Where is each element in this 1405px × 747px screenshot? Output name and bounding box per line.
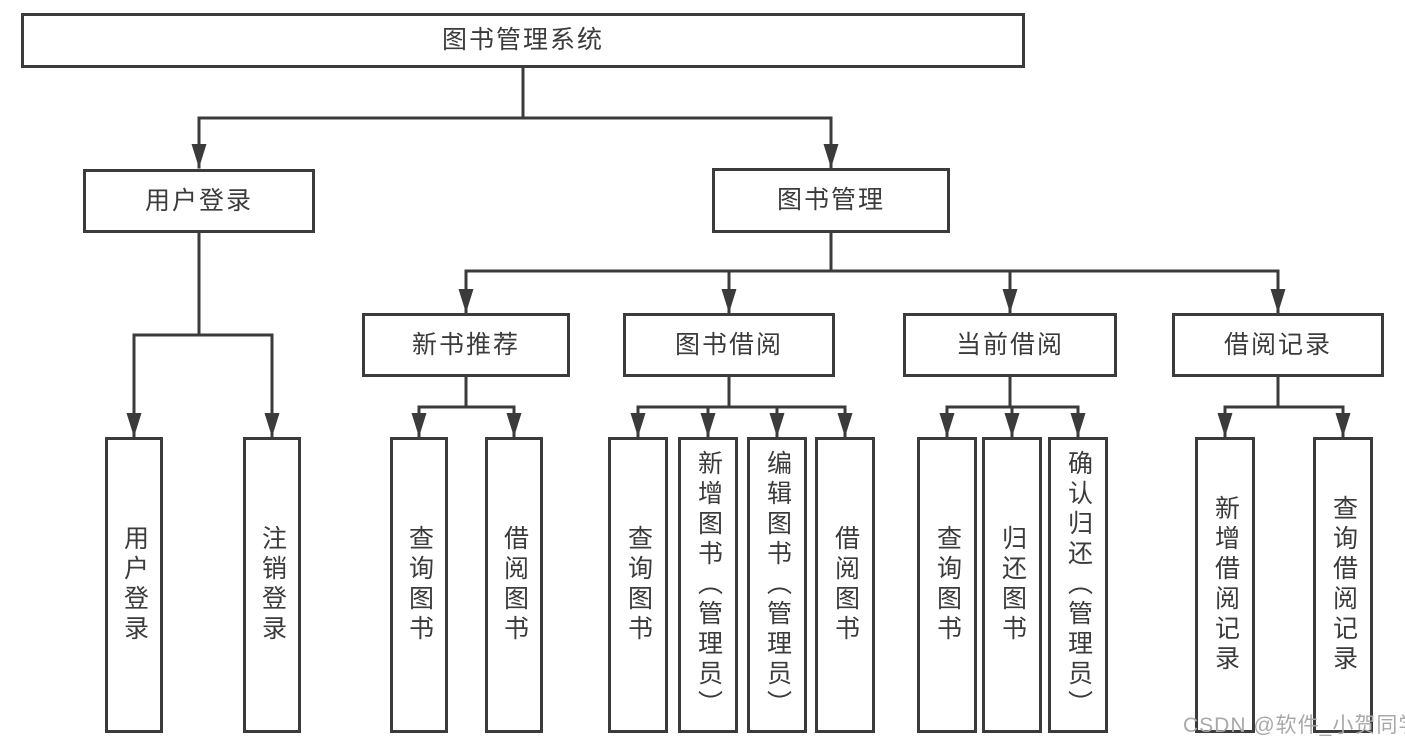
leaf-records-query-record: 查询借阅记录 [1313, 437, 1373, 733]
node-book-management: 图书管理 [712, 168, 950, 233]
leaf-records-add-record: 新增借阅记录 [1195, 437, 1255, 733]
node-library-system: 图书管理系统 [21, 13, 1025, 68]
edges-root-to-level2 [191, 66, 839, 169]
leaf-borrow-query-books: 查询图书 [608, 437, 668, 733]
edges-current-to-leaves [939, 375, 1086, 438]
leaf-logout: 注销登录 [243, 437, 301, 733]
edges-newbook-to-leaves [411, 375, 522, 438]
node-user-login: 用户登录 [83, 169, 315, 233]
node-book-borrowing: 图书借阅 [623, 313, 835, 377]
leaf-current-return-books: 归还图书 [982, 437, 1042, 733]
node-current-borrowing: 当前借阅 [903, 313, 1117, 377]
csdn-watermark: CSDN @软件_小贺同学 [1183, 714, 1405, 737]
leaf-borrow-borrow-books: 借阅图书 [815, 437, 875, 733]
leaf-borrow-add-books-admin: 新增图书（管理员） [678, 437, 738, 733]
leaf-newbook-borrow-books: 借阅图书 [485, 437, 543, 733]
edges-records-to-leaves [1217, 375, 1351, 438]
leaf-user-login: 用户登录 [105, 437, 163, 733]
node-new-book-recommendation: 新书推荐 [362, 313, 570, 377]
edges-login-to-leaves [126, 231, 280, 438]
edges-bookmgmt-to-level3 [458, 231, 1286, 314]
leaf-current-confirm-return-admin: 确认归还（管理员） [1048, 437, 1108, 733]
leaf-current-query-books: 查询图书 [917, 437, 977, 733]
leaf-newbook-query-books: 查询图书 [390, 437, 448, 733]
edges-borrow-to-leaves [630, 375, 853, 438]
node-borrowing-records: 借阅记录 [1172, 313, 1384, 377]
leaf-borrow-edit-books-admin: 编辑图书（管理员） [747, 437, 807, 733]
